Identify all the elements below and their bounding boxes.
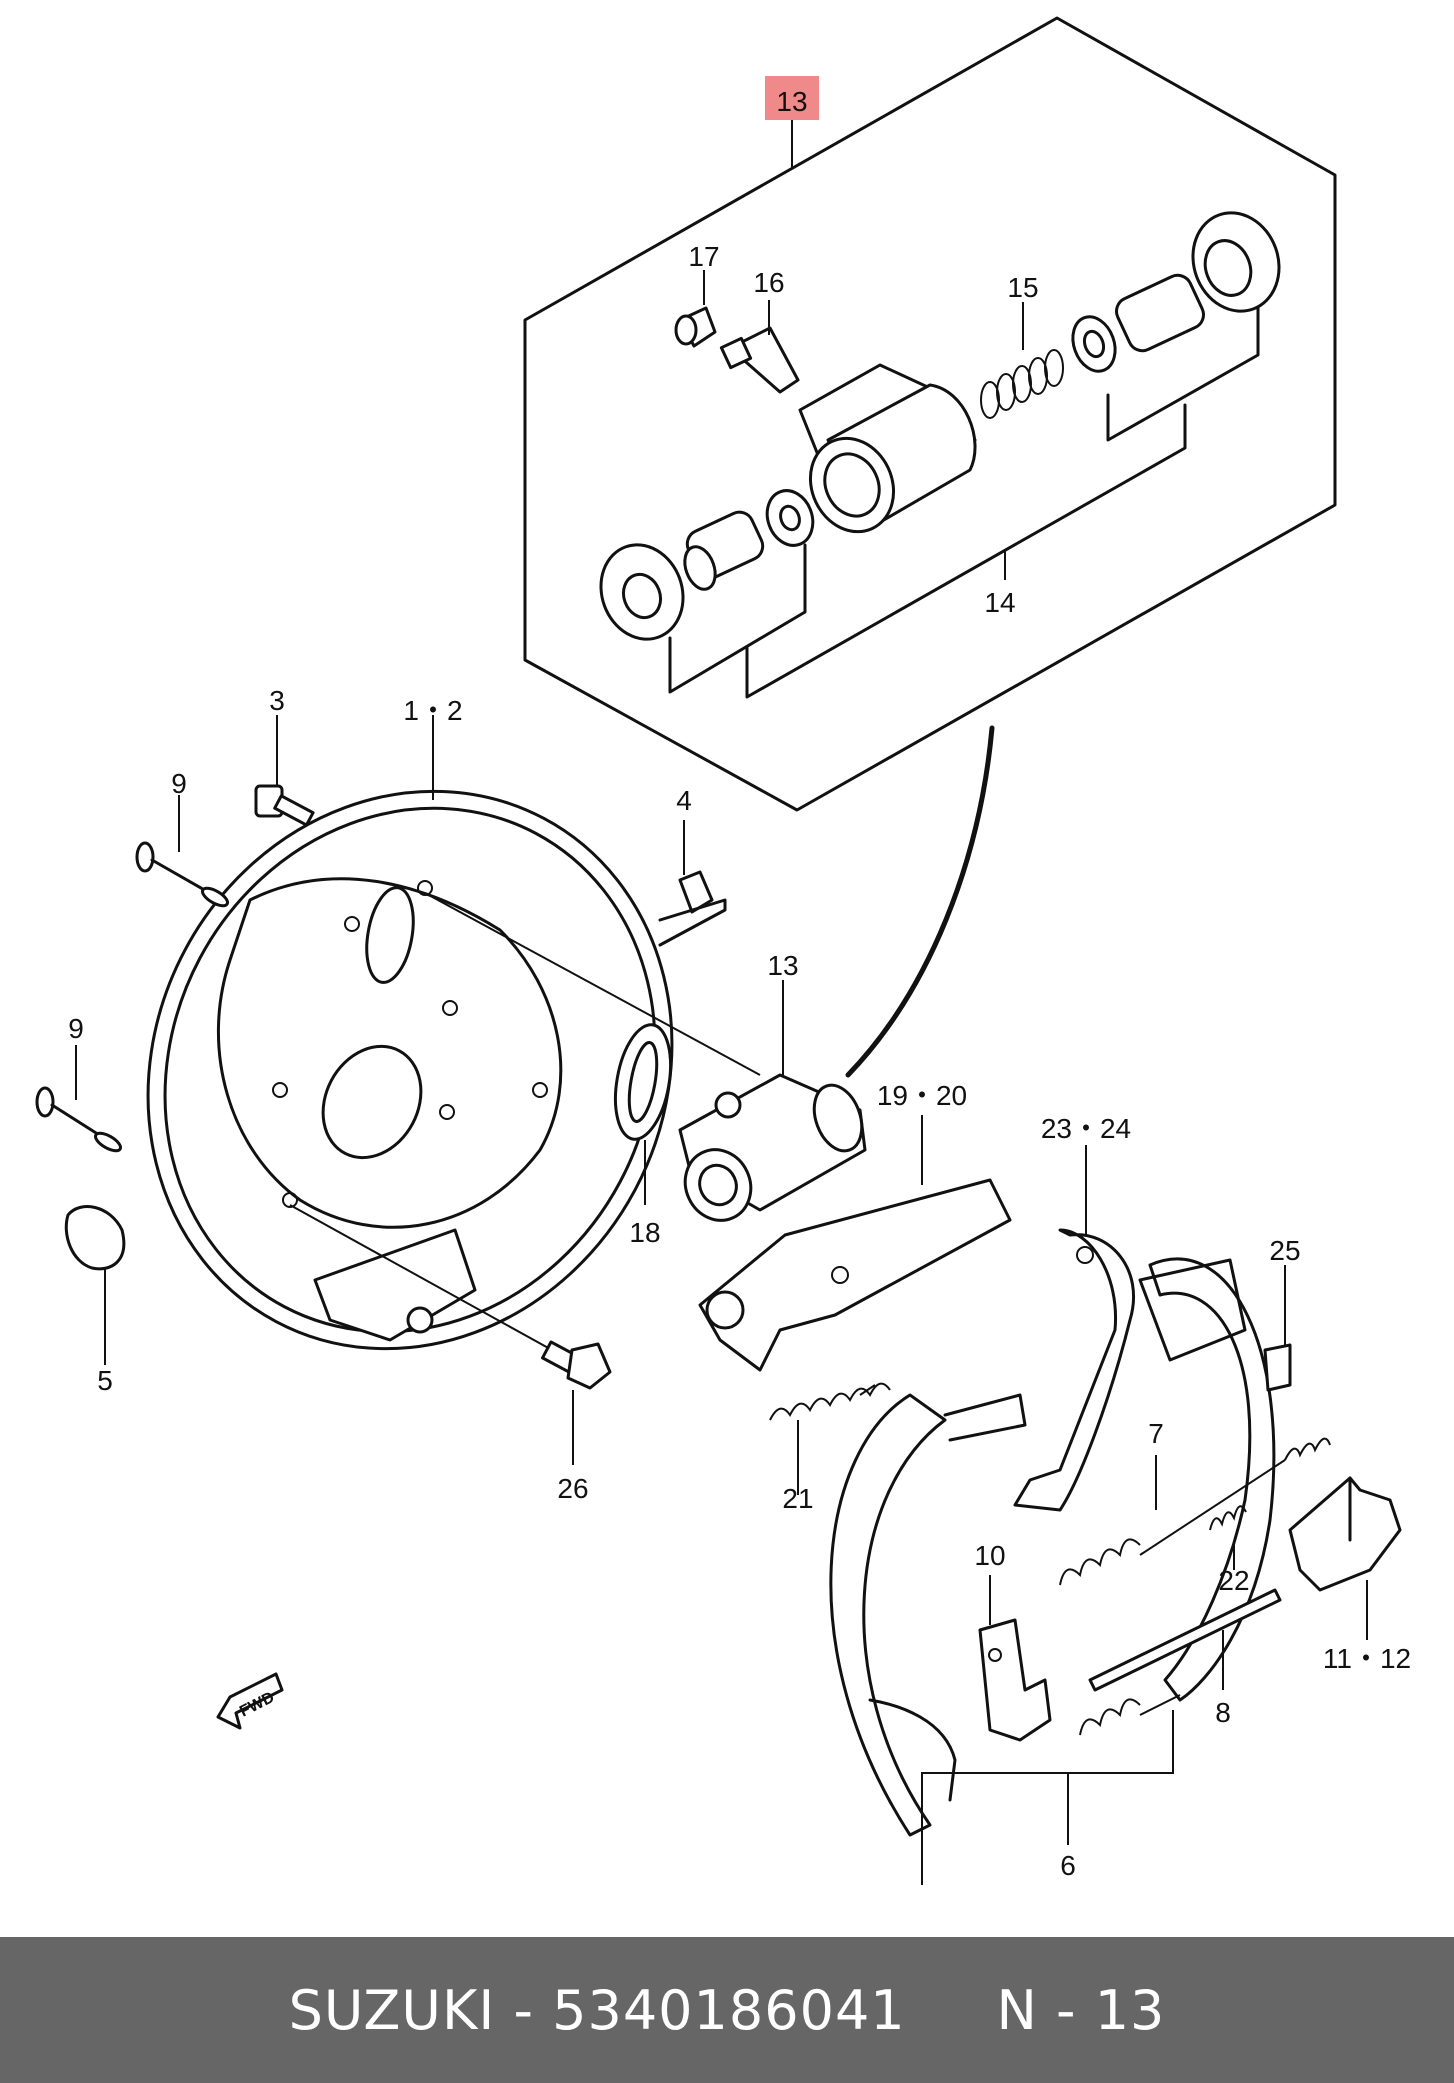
adjuster-spring (769, 1382, 891, 1421)
callout-15: 15 (1007, 272, 1038, 303)
callout-13: 13 (767, 950, 798, 981)
spring-22 (1209, 1505, 1247, 1531)
fwd-arrow: FWD (216, 1672, 284, 1730)
callout-17: 17 (688, 241, 719, 272)
shoe-cover-plate (1288, 1476, 1402, 1592)
plug (64, 1205, 126, 1271)
callout-26: 26 (557, 1473, 588, 1504)
cylinder-bolt (541, 1340, 612, 1390)
leader-lines (75, 118, 1368, 1885)
callout-4: 4 (676, 785, 692, 816)
callout-1-2: 1・2 (403, 695, 462, 726)
brake-shoe-rear (1138, 1257, 1276, 1702)
cap (658, 870, 727, 947)
part-number-caption: SUZUKI - 5340186041 N - 13 (288, 1978, 1166, 2042)
callout-19-20: 19・20 (877, 1080, 967, 1111)
cylinder-gasket (613, 1023, 673, 1141)
brake-shoe (829, 1393, 1027, 1837)
callout-9-upper: 9 (171, 768, 187, 799)
callout-16: 16 (753, 267, 784, 298)
bleeder-cap (674, 306, 717, 348)
bleeder-screw (719, 326, 800, 394)
hold-down-pin-upper (135, 841, 229, 908)
callout-9-lower: 9 (68, 1013, 84, 1044)
callout-13-top-highlight (765, 76, 819, 120)
spring-clip (1263, 1343, 1292, 1392)
callout-7: 7 (1148, 1418, 1164, 1449)
callout-23-24: 23・24 (1041, 1113, 1131, 1144)
adjuster-strut (1013, 1228, 1136, 1512)
piston-cup-left (599, 543, 685, 641)
callout-13-top: 13 (776, 86, 807, 117)
hold-down-pin-lower (35, 1086, 122, 1153)
callout-6: 6 (1060, 1850, 1076, 1881)
shoe-hold-down-clip (978, 1618, 1052, 1742)
callout-22: 22 (1218, 1565, 1249, 1596)
return-spring-lower (1079, 1694, 1181, 1736)
callout-14: 14 (984, 587, 1015, 618)
return-spring-upper (1059, 1437, 1331, 1586)
callout-5: 5 (97, 1365, 113, 1396)
piston-left (683, 510, 765, 591)
callout-10: 10 (974, 1540, 1005, 1571)
callout-8: 8 (1215, 1697, 1231, 1728)
callout-21: 21 (782, 1483, 813, 1514)
backing-plate (146, 789, 674, 1351)
footer-bar: SUZUKI - 5340186041 N - 13 (0, 1937, 1454, 2083)
boot-left (765, 489, 815, 547)
strut (1088, 1588, 1282, 1692)
piston-cup-right (1071, 315, 1117, 373)
bolt (254, 784, 315, 827)
wheel-cylinder-body (798, 363, 977, 534)
parts-diagram: FWD 13 17 16 15 14 3 1・2 9 4 9 13 19 (35, 16, 1411, 1885)
wheel-cylinder-exploded-box (523, 16, 1337, 1078)
piston-right (1115, 273, 1205, 353)
parking-brake-lever (698, 1178, 1012, 1372)
callout-18: 18 (629, 1217, 660, 1248)
callout-3: 3 (269, 685, 285, 716)
wheel-cylinder-assembly (678, 1073, 867, 1222)
callout-25: 25 (1269, 1235, 1300, 1266)
boot-right (1191, 211, 1281, 313)
cylinder-spring (980, 349, 1064, 419)
callout-11-12: 11・12 (1323, 1643, 1411, 1674)
